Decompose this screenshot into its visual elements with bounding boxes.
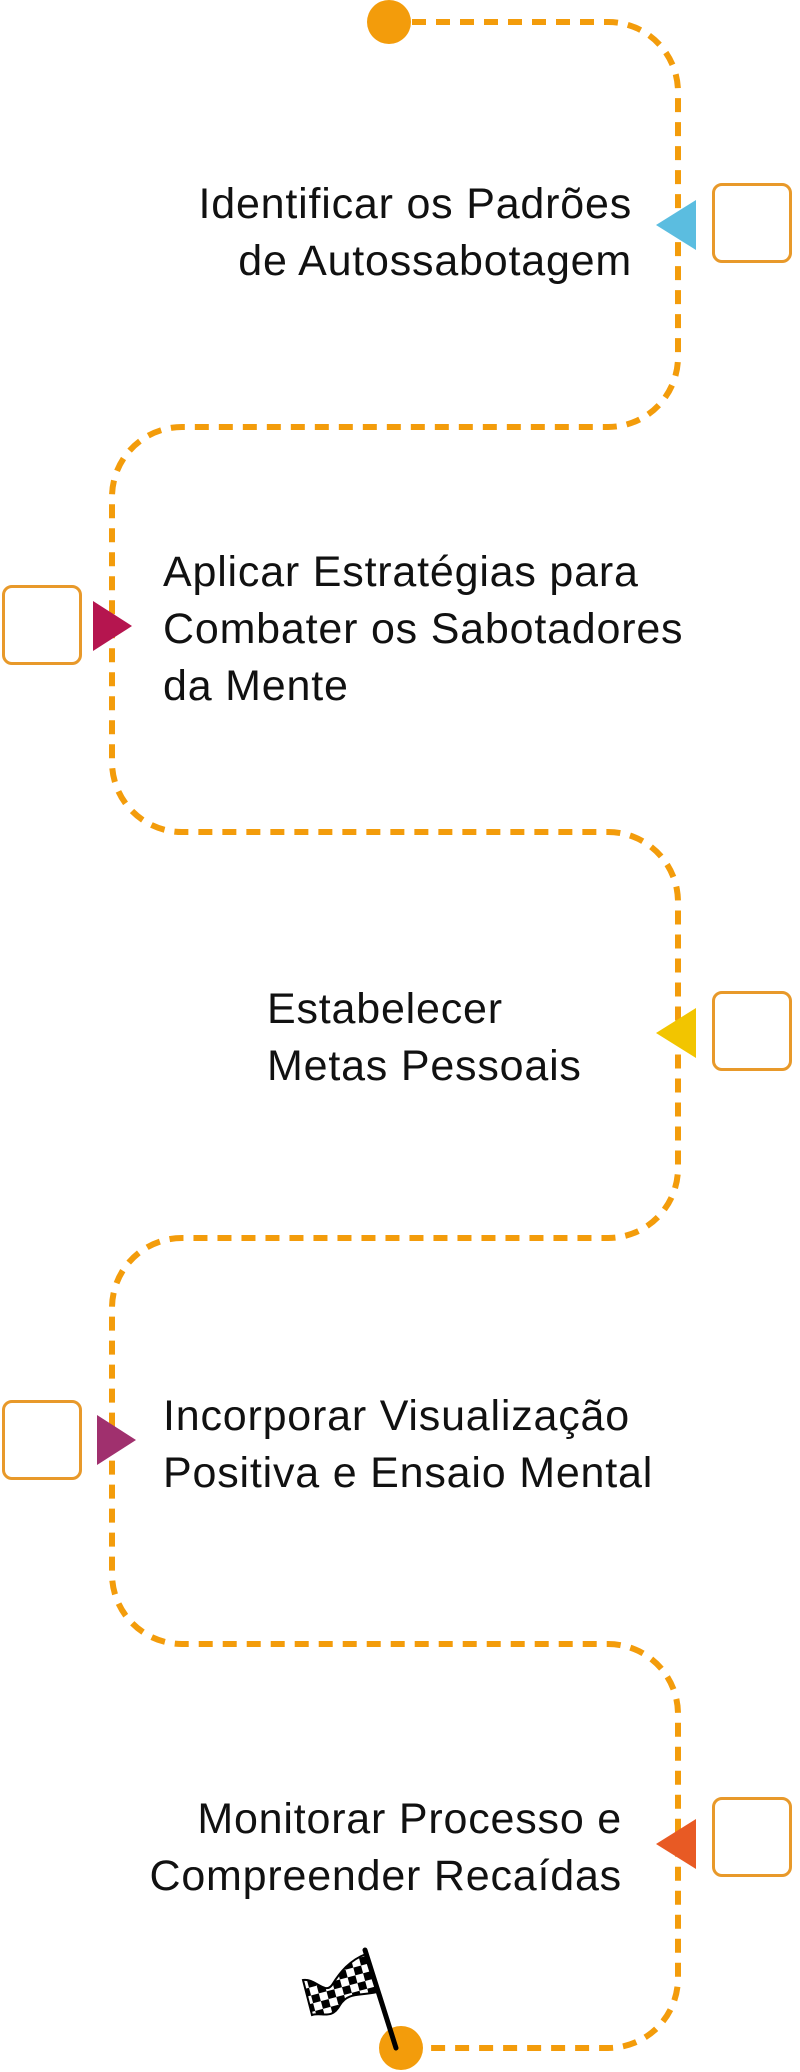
step-5-label: Monitorar Processo e Compreender Recaída… [149,1791,622,1905]
step-4-label: Incorporar Visualização Positiva e Ensai… [163,1388,653,1502]
step-1-marker-icon [656,200,696,250]
step-3-label: Estabelecer Metas Pessoais [267,981,582,1095]
step-4-marker-icon [97,1415,136,1465]
step-2-label: Aplicar Estratégias para Combater os Sab… [163,544,683,715]
checkered-flag-icon [301,1947,399,2051]
step-1-checkbox[interactable] [712,183,792,263]
step-3-line: Metas Pessoais [267,1042,582,1090]
step-2-marker-icon [93,601,132,651]
step-5-line: Monitorar Processo e [197,1795,622,1843]
step-1-line: Identificar os Padrões [198,180,632,228]
start-dot [367,0,411,44]
step-2-checkbox[interactable] [2,585,82,665]
step-3-checkbox[interactable] [712,991,792,1071]
step-5-checkbox[interactable] [712,1797,792,1877]
step-3-line: Estabelecer [267,985,503,1033]
step-5-marker-icon [656,1819,696,1869]
step-2-line: da Mente [163,662,349,710]
step-4-line: Incorporar Visualização [163,1392,630,1440]
step-2-line: Combater os Sabotadores [163,605,684,653]
step-3-marker-icon [656,1008,696,1058]
step-1-label: Identificar os Padrões de Autossabotagem [199,176,633,290]
step-4-checkbox[interactable] [2,1400,82,1480]
step-1-line: de Autossabotagem [238,237,632,285]
step-2-line: Aplicar Estratégias para [163,548,639,596]
step-4-line: Positiva e Ensaio Mental [163,1449,654,1497]
step-5-line: Compreender Recaídas [149,1852,622,1900]
end-dot [379,2026,423,2070]
